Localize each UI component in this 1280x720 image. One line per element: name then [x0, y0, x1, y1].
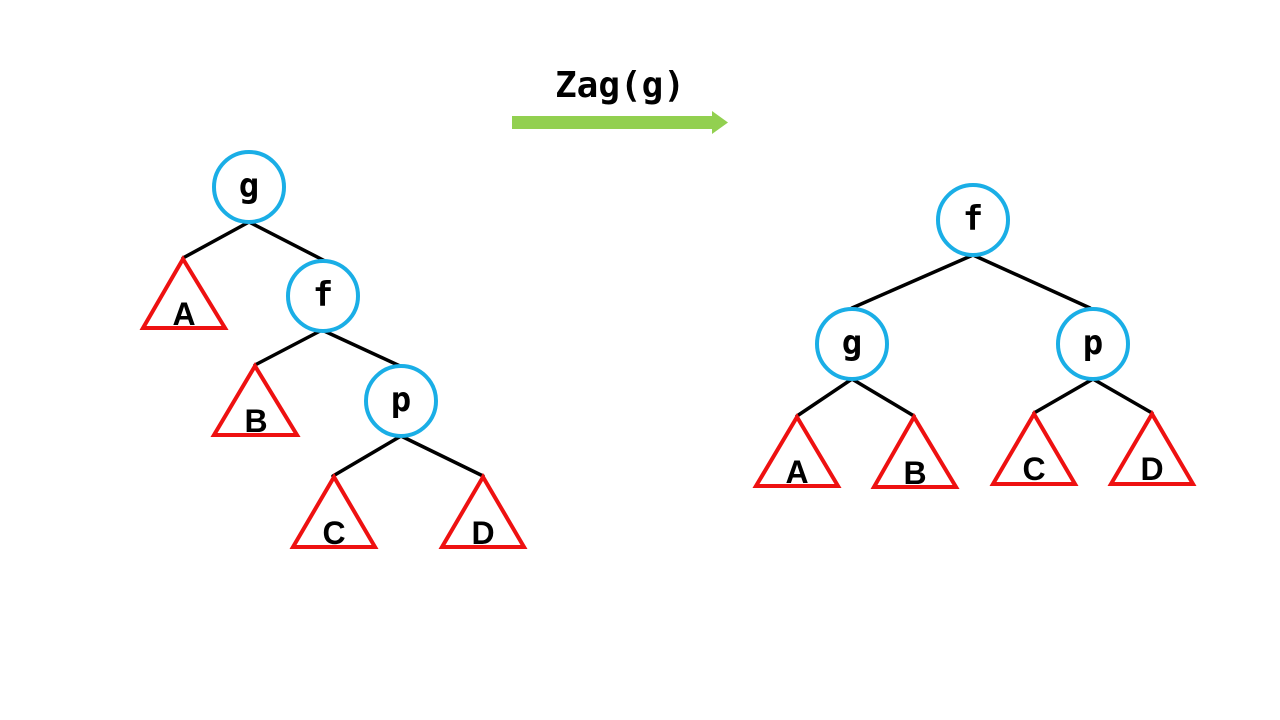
node-f: f [936, 183, 1010, 257]
node-label: f [313, 275, 333, 315]
node-p: p [1056, 307, 1130, 381]
edge-p-D [399, 434, 485, 478]
edge-g-B [850, 377, 916, 418]
subtree-D: D [1107, 410, 1197, 487]
subtree-C: C [289, 473, 379, 551]
subtree-A: A [752, 413, 842, 490]
node-p: p [364, 364, 438, 438]
edge-g-A [795, 377, 854, 418]
node-label: p [1083, 323, 1103, 363]
subtree-label: B [903, 455, 926, 491]
subtree-D: D [438, 473, 528, 551]
subtree-label: B [244, 403, 267, 439]
after-tree: A B C D f g p [752, 183, 1197, 491]
right-arrow-icon [512, 111, 728, 134]
subtree-C: C [989, 410, 1079, 487]
node-label: p [391, 380, 411, 420]
edge-f-p [320, 328, 402, 368]
node-g: g [212, 150, 286, 224]
edge-f-g [850, 253, 975, 310]
edge-g-f [247, 220, 327, 263]
node-label: g [842, 323, 862, 363]
subtree-label: A [785, 454, 808, 490]
edge-p-C [331, 434, 403, 478]
node-g: g [815, 307, 889, 381]
subtree-label: D [1140, 451, 1163, 487]
subtree-label: C [1022, 451, 1045, 487]
edge-f-p [971, 253, 1092, 310]
node-label: g [239, 166, 259, 206]
edge-p-C [1032, 377, 1095, 415]
node-f: f [286, 259, 360, 333]
subtree-A: A [139, 255, 229, 332]
subtree-B: B [870, 413, 960, 491]
subtree-label: C [322, 515, 345, 551]
before-tree: A B C D g f p [139, 150, 528, 551]
edge-p-D [1091, 377, 1154, 415]
subtree-label: A [172, 296, 195, 332]
operation-label: Zag(g) [555, 65, 685, 106]
subtree-label: D [471, 515, 494, 551]
subtree-B: B [210, 362, 301, 439]
node-label: f [963, 199, 983, 239]
edge-g-A [181, 220, 251, 260]
edge-f-B [253, 328, 324, 367]
